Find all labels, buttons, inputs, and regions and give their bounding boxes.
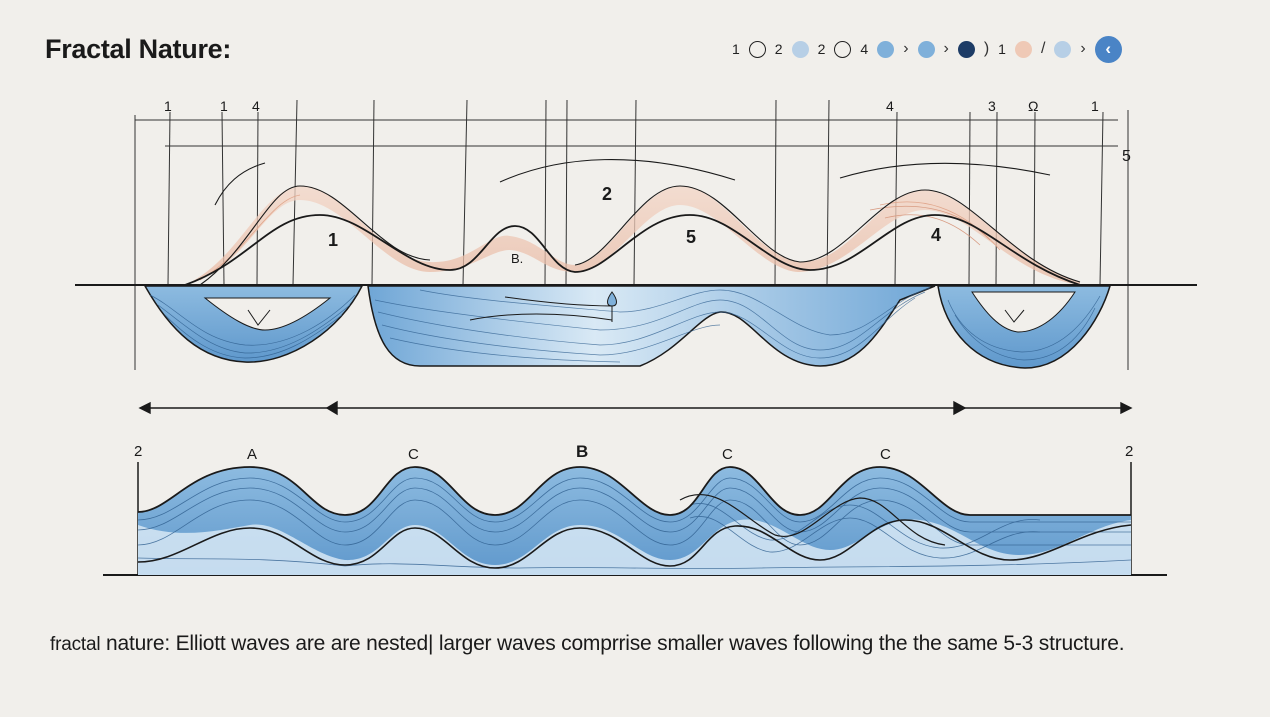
caption: fractal nature: Elliott waves are are ne…	[50, 632, 1125, 656]
wave-step-dot[interactable]	[791, 40, 809, 58]
wave-step-dot[interactable]	[957, 40, 975, 58]
caption-prefix: fractal	[50, 634, 101, 655]
slide-title: Fractal Nature:	[45, 34, 232, 64]
wave-label: 2	[602, 184, 612, 204]
chevron-right-icon[interactable]: ›	[943, 40, 949, 57]
wave-step-dot[interactable]	[917, 40, 935, 58]
top-tick-label: 1	[220, 98, 228, 114]
chevron-right-icon[interactable]: /	[1040, 40, 1046, 57]
bottom-peak-labels: A C B C C	[247, 442, 891, 463]
top-tick-label: 4	[252, 98, 260, 114]
wave-label: 5	[686, 227, 696, 247]
caption-text: nature: Elliott waves are are nested| la…	[105, 632, 1125, 655]
top-tick-labels: 1 1 4 4 3 Ω 1 5	[164, 98, 1131, 165]
wave-step-dot[interactable]	[1014, 40, 1032, 58]
wave-step-dot[interactable]	[1054, 40, 1072, 58]
wave-step-number: 2	[774, 41, 783, 57]
peak-label: C	[880, 446, 891, 463]
wave-step-number: 1	[732, 41, 740, 57]
top-tick-label: 4	[886, 98, 894, 114]
peak-label: B	[576, 442, 588, 461]
top-tick-label: 3	[988, 98, 996, 114]
small-label: B.	[511, 251, 523, 266]
wave-step-number: 1	[998, 41, 1006, 57]
chevron-right-icon[interactable]: )	[983, 40, 990, 57]
wave-navigation: 1 2 2 4 › ›) 1 / › ‹	[732, 34, 1122, 64]
peak-label: C	[722, 446, 733, 463]
top-tick-label: 1	[1091, 98, 1099, 114]
wave-label: 4	[931, 225, 941, 245]
range-arrows	[138, 400, 1133, 416]
top-tick-label: 1	[164, 98, 172, 114]
bottom-edge-label: 2	[1125, 443, 1133, 460]
wave-step-number: 2	[817, 41, 826, 57]
peak-label: C	[408, 446, 419, 463]
wave-step-number: 4	[860, 41, 869, 57]
wave-step-dot[interactable]	[748, 40, 766, 58]
bottom-edge-label: 2	[134, 443, 142, 460]
top-wave-lines	[184, 159, 1081, 286]
side-label: 5	[1122, 148, 1131, 165]
top-tick-label: Ω	[1028, 98, 1038, 114]
peach-wave-band	[185, 185, 1080, 285]
wave-label: 1	[328, 230, 338, 250]
chevron-right-icon[interactable]: ›	[903, 40, 909, 57]
bottom-wave-band	[138, 466, 1131, 575]
blue-trough-band	[143, 285, 1112, 369]
peak-label: A	[247, 446, 257, 463]
wave-step-dot[interactable]	[877, 40, 895, 58]
chevron-right-icon[interactable]: ›	[1080, 40, 1086, 57]
back-button[interactable]: ‹	[1094, 35, 1122, 63]
wave-step-dot[interactable]	[834, 40, 852, 58]
